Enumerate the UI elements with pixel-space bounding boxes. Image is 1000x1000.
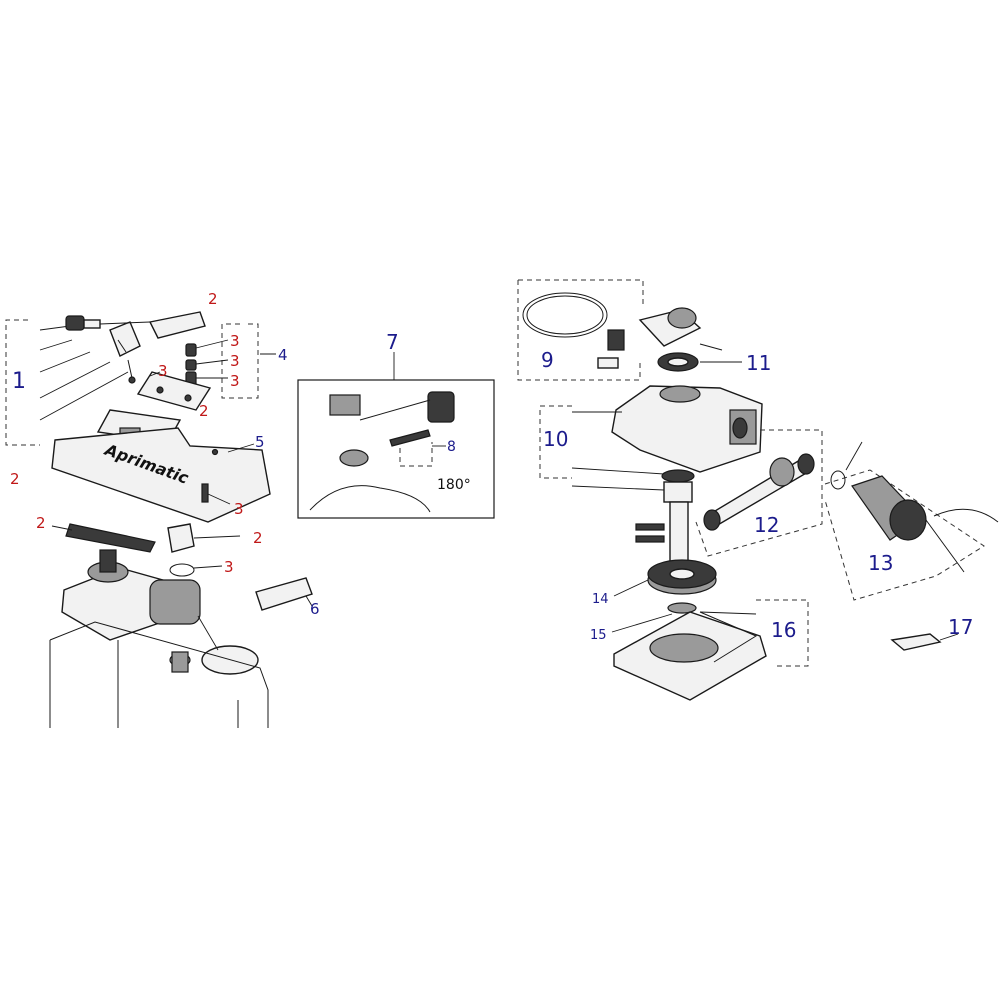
callout-12: 12: [754, 513, 779, 537]
callout-15: 15: [590, 628, 607, 643]
callout-3-pin-a: 3: [230, 332, 240, 350]
drive-shaft: [635, 469, 695, 567]
left-assembly: Aprimatic: [5, 311, 313, 728]
callout-4: 4: [278, 346, 288, 364]
bushing: [167, 523, 195, 553]
part-17: [890, 633, 942, 651]
release-mechanism-parts: [65, 311, 206, 384]
rotation-note: 180°: [437, 477, 471, 493]
callout-13: 13: [868, 551, 893, 575]
part-6-box: [255, 577, 313, 611]
callout-2-bushing: 2: [253, 529, 263, 547]
electric-motor: [851, 475, 999, 573]
inset-bracket: [329, 394, 361, 416]
callout-5: 5: [255, 433, 265, 451]
inset-microswitch: [427, 391, 455, 423]
base-plate: [613, 611, 767, 701]
gear-wheel: [647, 559, 717, 595]
callout-2-bracket: 2: [10, 470, 20, 488]
callout-3-cover-screw: 3: [234, 500, 244, 518]
callout-14: 14: [592, 592, 609, 607]
callout-3-screw: 3: [158, 362, 168, 380]
callout-7: 7: [386, 330, 399, 354]
callout-2-top: 2: [208, 290, 218, 308]
base-housing: [49, 621, 269, 728]
group-13-box: [824, 469, 985, 601]
callout-2-lever: 2: [36, 514, 46, 532]
callout-17: 17: [948, 615, 973, 639]
inset-panel: 180°: [297, 352, 495, 519]
group-1-bracket: [5, 319, 40, 446]
callout-3-washer: 3: [224, 558, 234, 576]
pins-group-4: [185, 323, 276, 399]
right-assembly: [517, 279, 999, 701]
callout-1: 1: [12, 369, 26, 394]
callout-10: 10: [543, 427, 568, 451]
callout-16: 16: [771, 618, 796, 642]
group-9-box: [517, 279, 644, 381]
callout-9: 9: [541, 348, 554, 372]
callout-3-pin-c: 3: [230, 372, 240, 390]
group-12-box: [695, 429, 823, 557]
callout-8: 8: [447, 439, 456, 455]
callout-2-plate: 2: [199, 402, 209, 420]
microswitch: [607, 329, 625, 351]
link-plate: [136, 371, 212, 411]
worm-shaft: [703, 453, 815, 531]
group-10-bracket: [539, 405, 572, 479]
gearbox-housing: [611, 385, 763, 473]
release-lever: [65, 523, 156, 553]
cable-loop: [522, 292, 608, 338]
callout-3-pin-b: 3: [230, 352, 240, 370]
group-16-bracket: [756, 599, 809, 667]
callout-11: 11: [746, 351, 771, 375]
callout-6: 6: [310, 600, 320, 618]
callout-labels: 1 2 2 2 2 2 3 3 3 3 3 3 4 5 6 7 8 9 10 1…: [10, 290, 973, 643]
